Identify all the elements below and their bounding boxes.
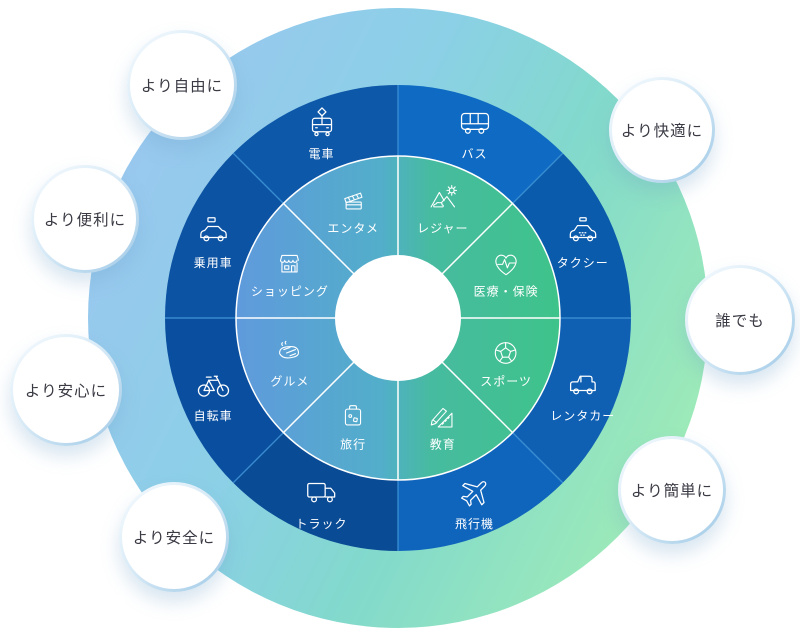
bubble-more-comfortable: より快適に [609, 77, 715, 183]
bubble-label-anyone: 誰でも [715, 313, 765, 330]
bubble-label-more-safely: より安全に [132, 530, 216, 547]
bubble-label-more-secure: より安心に [24, 383, 108, 400]
bubble-more-secure: より安心に [10, 334, 122, 446]
bubble-anyone: 誰でも [685, 265, 795, 375]
bubble-core: より簡単に [621, 439, 723, 541]
bubble-core: より安全に [122, 485, 226, 589]
bubble-label-more-convenient: より便利に [43, 212, 127, 229]
center-circle [335, 255, 461, 381]
bubble-more-freely: より自由に [127, 30, 237, 140]
bubble-core: より安心に [13, 337, 119, 443]
bubble-core: 誰でも [688, 268, 792, 372]
bubble-label-more-easily: より簡単に [630, 483, 714, 500]
bubble-label-more-comfortable: より快適に [620, 123, 704, 140]
bubble-core: より自由に [130, 33, 234, 137]
bubble-core: より便利に [34, 168, 136, 270]
bubble-more-easily: より簡単に [618, 436, 726, 544]
bubble-label-more-freely: より自由に [140, 78, 224, 95]
bubble-more-safely: より安全に [119, 482, 229, 592]
bubble-core: より快適に [612, 80, 712, 180]
bubble-more-convenient: より便利に [31, 165, 139, 273]
